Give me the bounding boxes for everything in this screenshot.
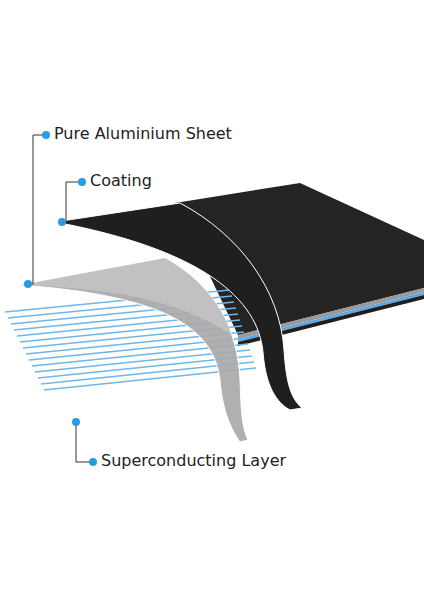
leader-dots bbox=[24, 131, 97, 466]
leader-dot bbox=[24, 280, 32, 288]
callout-label: Coating bbox=[90, 172, 152, 190]
leader-line bbox=[62, 182, 82, 222]
leader-dot bbox=[72, 418, 80, 426]
leader-line bbox=[28, 135, 46, 284]
leader-dot bbox=[78, 178, 86, 186]
leader-dot bbox=[89, 458, 97, 466]
leader-line bbox=[76, 422, 93, 462]
callout-label: Superconducting Layer bbox=[101, 452, 286, 470]
aluminium-sheet-peel bbox=[20, 258, 248, 442]
leader-lines bbox=[28, 135, 93, 462]
callout-label: Pure Aluminium Sheet bbox=[54, 125, 232, 143]
coating-peel bbox=[55, 203, 302, 410]
leader-dot bbox=[42, 131, 50, 139]
leader-dot bbox=[58, 218, 66, 226]
